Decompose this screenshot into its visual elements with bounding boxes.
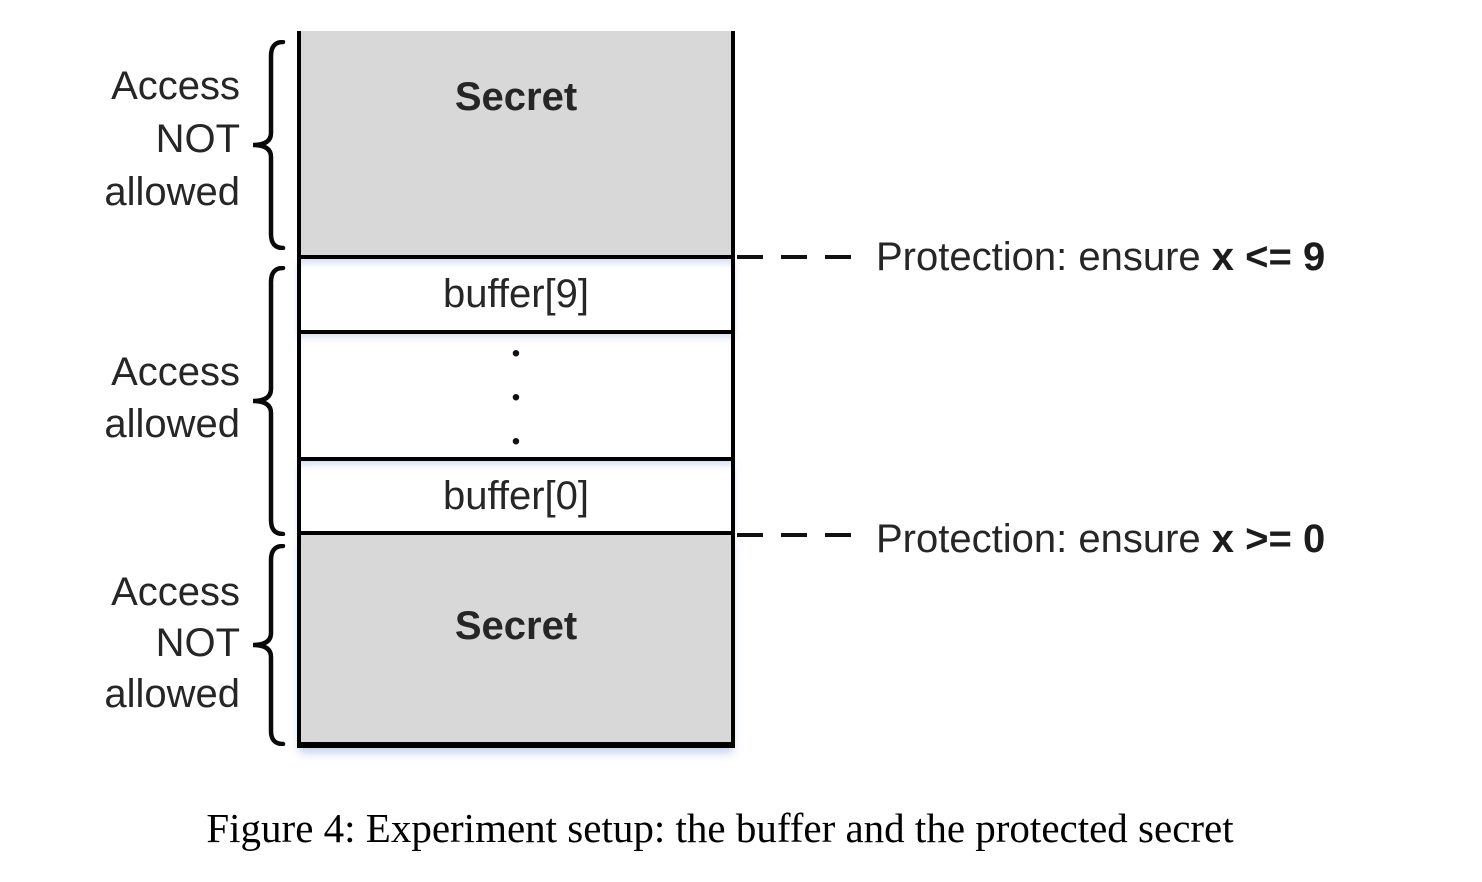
secret-label: Secret: [454, 604, 578, 648]
secret-label: Secret: [454, 75, 578, 119]
access-label-line: allowed: [104, 170, 240, 214]
access-label-line: Access: [111, 350, 240, 394]
buffer-9-label: buffer[9]: [442, 272, 590, 316]
access-label-line: Access: [111, 64, 240, 108]
access-label-line: Access: [111, 570, 240, 614]
protection-prefix: Protection: ensure: [876, 235, 1212, 279]
protection-condition: x >= 0: [1211, 517, 1326, 561]
protection-condition: x <= 9: [1211, 235, 1326, 279]
buffer-0-label: buffer[0]: [442, 473, 590, 518]
curly-brace-top-icon: [252, 40, 286, 250]
buffer-ellipsis-region: • • •: [297, 334, 735, 457]
vertical-ellipsis-dot: •: [511, 428, 521, 455]
access-label-line: NOT: [155, 117, 240, 161]
buffer-9-cell: buffer[9]: [297, 255, 735, 334]
access-allowed-label: Access allowed: [40, 346, 240, 450]
protection-annotation-top: Protection: ensure x <= 9: [876, 233, 1325, 281]
access-not-allowed-label-bottom: Access NOT allowed: [40, 567, 240, 720]
access-label-line: allowed: [104, 672, 240, 716]
protection-annotation-bottom: Protection: ensure x >= 0: [876, 515, 1325, 563]
curly-brace-bottom-icon: [252, 544, 286, 746]
figure-caption: Figure 4: Experiment setup: the buffer a…: [206, 805, 1234, 851]
protection-boundary-dashed-line-top: [737, 255, 859, 259]
access-not-allowed-label-top: Access NOT allowed: [40, 60, 240, 219]
access-label-line: allowed: [104, 402, 240, 446]
buffer-0-cell: buffer[0]: [297, 457, 735, 535]
access-label-line: NOT: [155, 621, 240, 665]
vertical-ellipsis-dot: •: [511, 340, 521, 367]
protection-prefix: Protection: ensure: [876, 517, 1212, 561]
protection-boundary-dashed-line-bottom: [737, 533, 859, 537]
secret-region-top: Secret: [297, 31, 735, 255]
secret-region-bottom: Secret: [297, 535, 735, 748]
curly-brace-middle-icon: [252, 266, 286, 536]
vertical-ellipsis-dot: •: [511, 384, 521, 411]
